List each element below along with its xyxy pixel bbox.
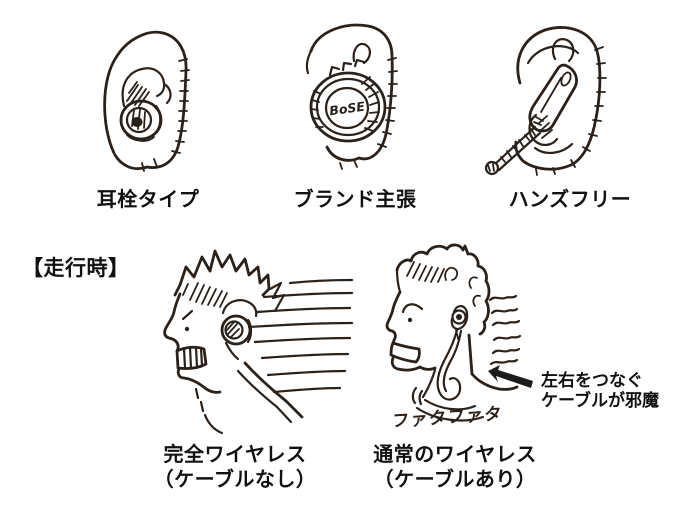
cable-annotation-arrow-icon — [488, 365, 533, 388]
ear-outline — [305, 23, 394, 162]
neckband-cable — [436, 328, 463, 401]
wireless-earbud — [220, 299, 258, 361]
flutter-squiggles — [488, 294, 522, 366]
worried-face-profile — [385, 290, 437, 372]
wavy-hair — [395, 243, 491, 336]
boom-mic — [484, 125, 542, 176]
speed-lines — [247, 278, 354, 394]
branded-earbud: BoSE — [309, 42, 387, 143]
cable-annotation: 左右をつなぐ ケーブルが邪魔 — [541, 371, 659, 411]
ear-handsfree-illustration — [484, 26, 607, 176]
neck-shoulder — [411, 333, 519, 422]
edge-ticks — [535, 46, 607, 176]
caption-truly-wireless: 完全ワイヤレス （ケーブルなし） — [140, 443, 330, 493]
cable-annotation-line2: ケーブルが邪魔 — [541, 391, 659, 410]
label-earplug-type: 耳栓タイプ — [96, 189, 200, 211]
ear-branded-illustration: BoSE — [305, 23, 398, 170]
ear-with-earbud — [450, 305, 469, 340]
caption-truly-wireless-line2: （ケーブルなし） — [153, 469, 317, 491]
spiky-hair — [173, 249, 286, 313]
frowning-mouth — [389, 341, 421, 364]
headset-device — [528, 38, 578, 154]
edge-ticks — [339, 57, 398, 170]
earplug-earbud — [119, 99, 163, 142]
caption-normal-wireless: 通常のワイヤレス （ケーブルあり） — [360, 443, 550, 493]
label-brand-assertion: ブランド主張 — [293, 189, 417, 211]
shading-hatch — [126, 81, 150, 107]
face-profile — [163, 292, 222, 413]
caption-normal-wireless-line1: 通常のワイヤレス — [373, 444, 537, 466]
ear-earplug-illustration — [103, 30, 190, 172]
running-section-heading: 【走行時】 — [22, 257, 130, 280]
running-man-cable-illustration — [385, 243, 522, 422]
brand-text: BoSE — [328, 99, 366, 119]
running-man-wireless-illustration — [163, 249, 354, 435]
neck-shoulder — [203, 361, 304, 435]
caption-normal-wireless-line2: （ケーブルあり） — [373, 469, 537, 491]
edge-ticks — [141, 58, 190, 172]
caption-truly-wireless-line1: 完全ワイヤレス — [163, 444, 307, 466]
label-hands-free: ハンズフリー — [508, 189, 632, 211]
cable-annotation-line1: 左右をつなぐ — [541, 371, 643, 390]
